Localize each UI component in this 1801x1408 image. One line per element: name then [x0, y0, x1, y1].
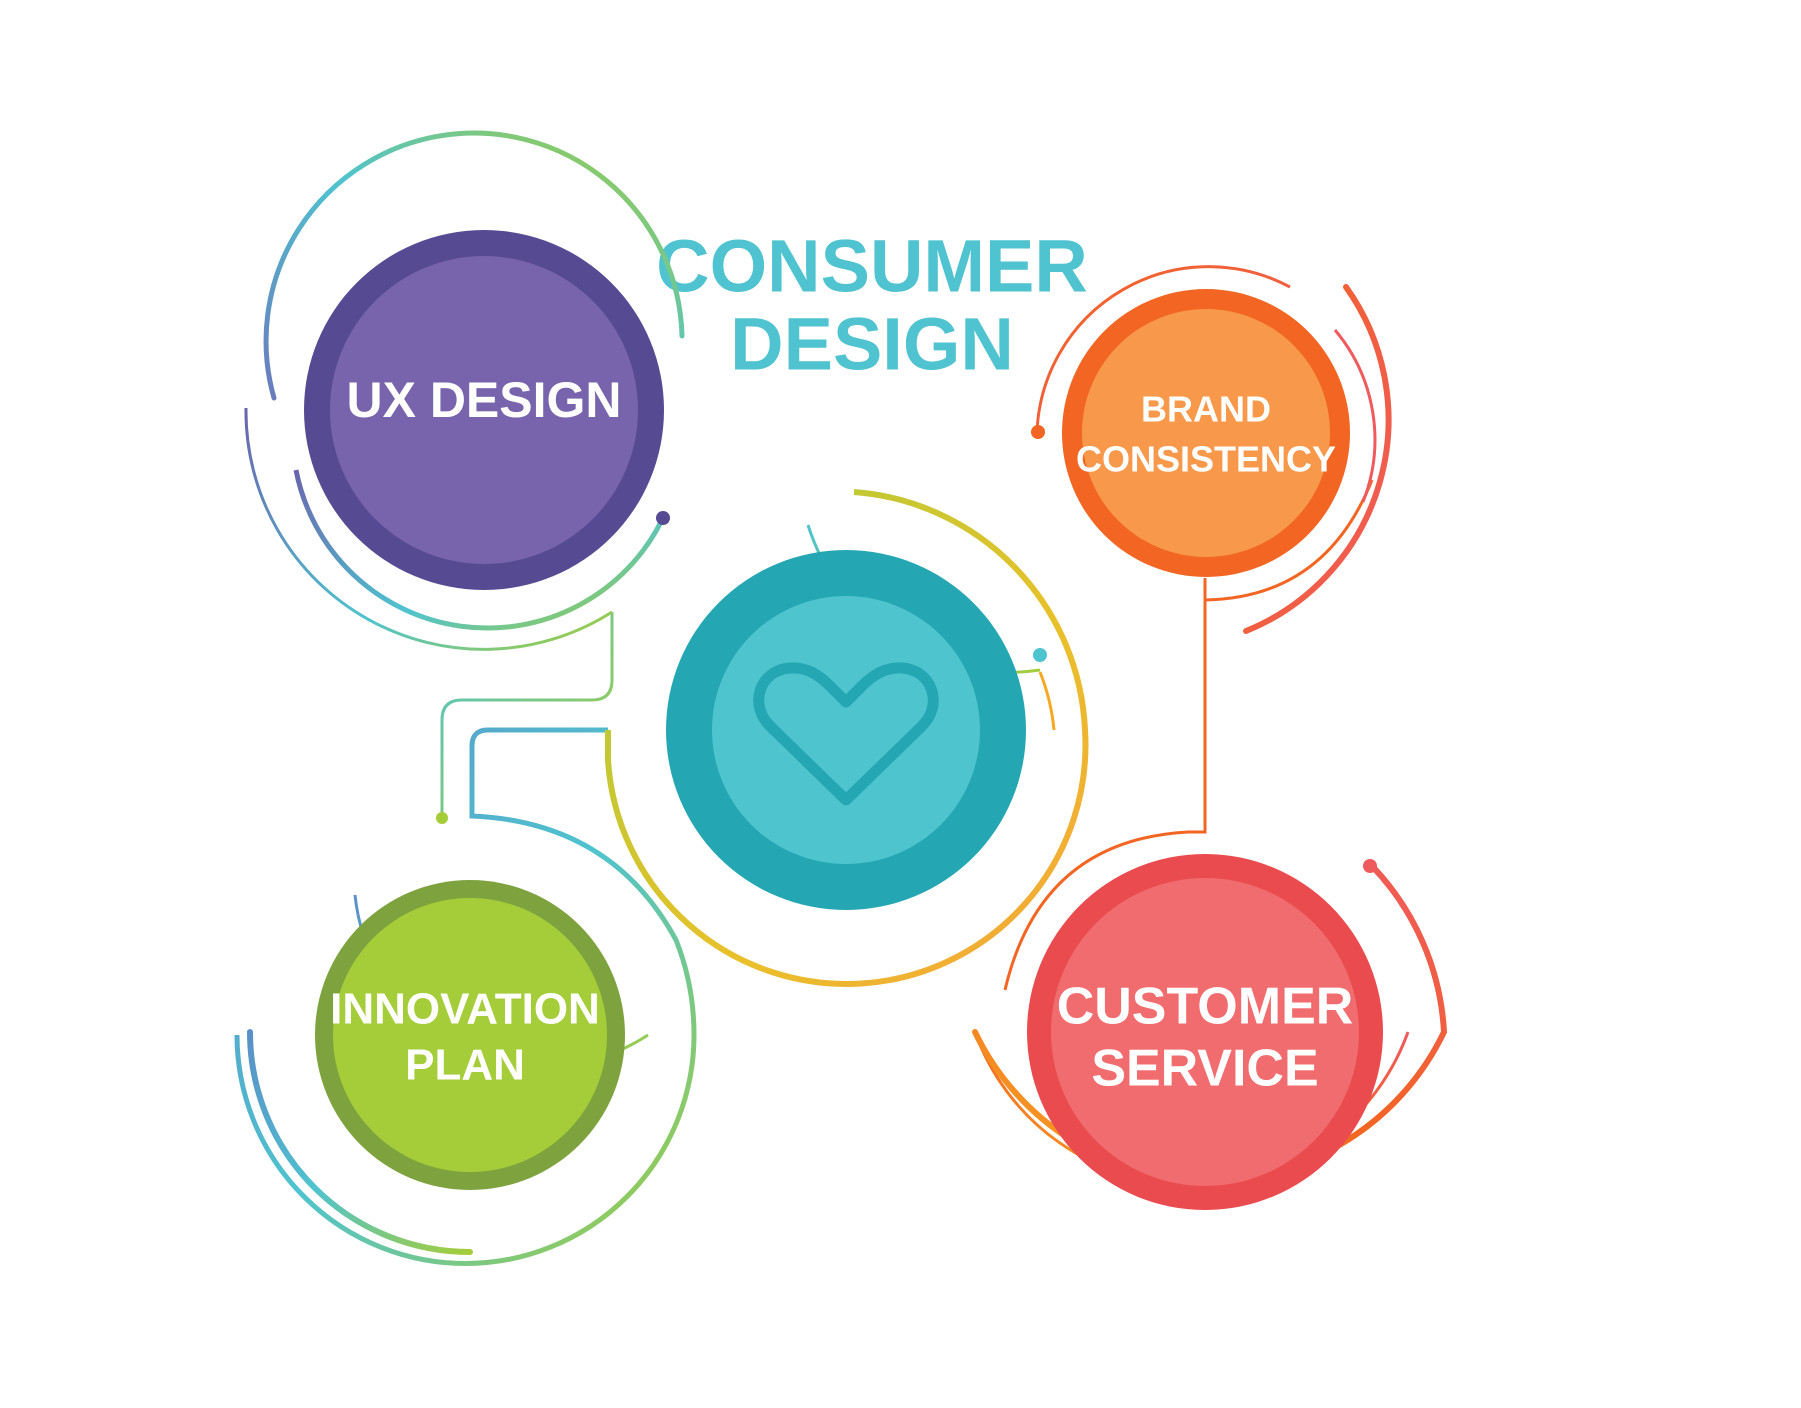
- connector-center-arc: [605, 489, 1089, 987]
- innovation-left-arc: [247, 1029, 473, 1255]
- ux-dot: [656, 511, 670, 525]
- title-line-2: DESIGN: [730, 303, 1014, 386]
- connector-ux-to-innovation: [440, 612, 614, 818]
- center-circle-inner: [712, 596, 980, 864]
- brand-label-line-2: CONSISTENCY: [1076, 439, 1336, 480]
- node-center-heart: [666, 524, 1056, 910]
- connector-brand-to-customer: [1003, 578, 1207, 991]
- customer-circle-inner: [1051, 878, 1359, 1186]
- innovation-label-line-2: PLAN: [405, 1041, 525, 1090]
- brand-label-line-1: BRAND: [1141, 389, 1271, 430]
- innovation-label-line-1: INNOVATION: [330, 985, 600, 1034]
- node-innovation-plan: INNOVATION PLAN: [247, 880, 649, 1255]
- center-dot: [1033, 648, 1047, 662]
- customer-dot: [1363, 859, 1377, 873]
- brand-left-arc: [1035, 265, 1291, 433]
- customer-label-line-1: CUSTOMER: [1057, 978, 1354, 1036]
- connector-brand-arc: [1204, 479, 1374, 602]
- innovation-circle-inner: [333, 898, 607, 1172]
- connector-center-to-innovation: [234, 727, 697, 1266]
- center-right-arc: [1038, 671, 1056, 731]
- ux-second-arc: [244, 407, 613, 651]
- node-customer-service: CUSTOMER SERVICE: [972, 854, 1448, 1210]
- brand-dot: [1031, 425, 1045, 439]
- heart-icon: [753, 662, 939, 806]
- ux-label-line-1: UX DESIGN: [346, 372, 621, 428]
- connector-dot: [436, 812, 448, 824]
- ux-circle-inner: [330, 256, 638, 564]
- ux-outer-arc: [263, 130, 685, 401]
- title-line-1: CONSUMER: [656, 225, 1088, 308]
- ux-inner-arc: [293, 469, 665, 631]
- brand-mid-arc: [1333, 329, 1377, 503]
- brand-circle-inner: [1082, 309, 1330, 557]
- node-brand-consistency: BRAND CONSISTENCY: [1031, 265, 1392, 634]
- customer-label-line-2: SERVICE: [1091, 1040, 1318, 1098]
- brand-right-arc: [1243, 284, 1392, 634]
- node-ux-design: UX DESIGN: [244, 130, 685, 651]
